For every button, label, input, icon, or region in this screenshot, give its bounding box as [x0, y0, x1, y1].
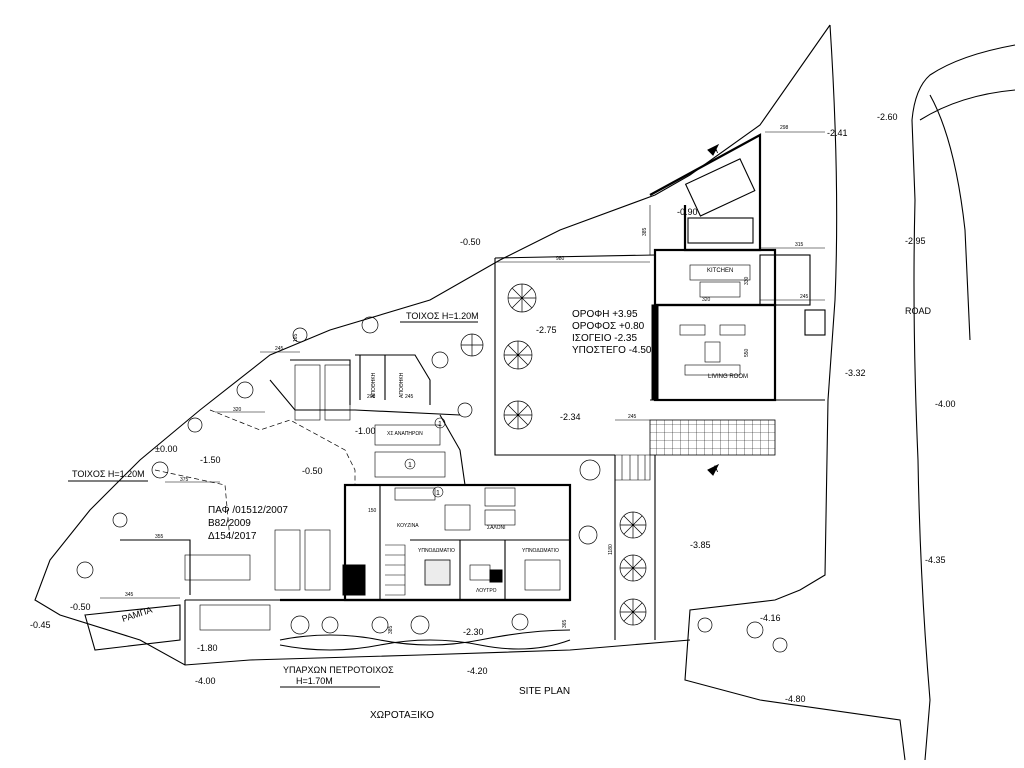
car-icon	[684, 158, 756, 217]
dimension-label: 150	[368, 508, 377, 514]
parking	[120, 354, 466, 665]
levels-label: ΥΠΟΣΤΕΓΟ -4.50	[572, 345, 652, 356]
lower-house	[342, 483, 572, 602]
levels-label: ΟΡΟΦΗ +3.95	[572, 309, 638, 320]
room-label-saloni: ΣΑΛΟΝΙ	[487, 525, 506, 531]
permit-label: Β82/2009	[208, 518, 251, 529]
elevation-label: -1.00	[355, 426, 376, 436]
car-icon	[304, 529, 331, 591]
elevation-label: -4.16	[760, 613, 781, 623]
elevation-label: -3.85	[690, 540, 711, 550]
symbol-number: 1	[408, 462, 412, 469]
wall-left-label: ΤΟΙΧΟΣ Η=1.20Μ	[72, 469, 145, 479]
elevation-label: -2.60	[877, 112, 898, 122]
wall-top-label: ΤΟΙΧΟΣ Η=1.20Μ	[406, 311, 479, 321]
ramp-label: ΡΑΜΠΑ	[121, 605, 154, 624]
elevation-label: -2.75	[536, 325, 557, 335]
wheelchair-symbol: 1 1 1	[404, 417, 446, 498]
elevation-label: -0.50	[70, 602, 91, 612]
dimension-label: 200	[367, 394, 376, 400]
dimension-label: 980	[556, 256, 565, 262]
elevation-label: -0.50	[460, 237, 481, 247]
dimension-label: 375	[180, 477, 189, 483]
dimension-label: 385	[642, 227, 648, 236]
section-marker-top: A	[712, 145, 718, 155]
elevation-label: -2.30	[463, 627, 484, 637]
section-marker-bottom: A	[712, 464, 718, 474]
elevation-label: -4.00	[935, 399, 956, 409]
ramp	[84, 604, 181, 651]
tree-icon	[76, 283, 788, 653]
car-icon	[199, 604, 271, 631]
elevation-label: -1.50	[200, 455, 221, 465]
dimension-label: 245	[405, 394, 414, 400]
symbol-number: 1	[436, 490, 440, 497]
dimension-label: 320	[233, 407, 242, 413]
room-label-living-room: LIVING ROOM	[708, 374, 748, 380]
room-label-storage-1: ΑΠΟΘΗΚΗ	[371, 372, 377, 398]
dimension-label: 298	[780, 125, 789, 131]
elevation-label: -0.90	[677, 207, 698, 217]
dimension-label: 345	[125, 592, 134, 598]
elevation-label: -1.80	[197, 643, 218, 653]
dimension-label: 365	[562, 619, 568, 628]
stone-wall-height: Η=1.70Μ	[296, 676, 333, 686]
levels-label: ΙΣΟΓΕΙΟ -2.35	[572, 333, 637, 344]
room-label-bedroom-2: ΥΠΝΟΔΩΜΑΤΙΟ	[522, 548, 559, 554]
room-label-storage-2: ΑΠΟΘΗΚΗ	[399, 372, 405, 398]
elevation-label: -2.95	[905, 236, 926, 246]
elevation-label: -0.50	[302, 466, 323, 476]
dimension-label: 330	[744, 276, 750, 285]
elevation-label: -4.80	[785, 694, 806, 704]
terrace	[494, 254, 656, 640]
upper-house	[614, 133, 826, 481]
car-icon	[374, 451, 446, 478]
car-icon	[324, 364, 351, 421]
dimension-label: 245	[275, 346, 284, 352]
car-icon	[687, 217, 754, 244]
dimension-label: 320	[702, 297, 711, 303]
dimension-label: 245	[628, 414, 637, 420]
elevation-label: -3.32	[845, 368, 866, 378]
dimension-labels: 298 385 980 315 330 320 245 550 245 165 …	[125, 125, 809, 634]
site-boundary	[34, 24, 906, 761]
dimension-label: 245	[800, 294, 809, 300]
drawing-title: SITE PLAN	[519, 686, 570, 697]
elevation-label: -4.00	[195, 676, 216, 686]
room-label-bath: ΛΟΥΤΡΟ	[476, 588, 497, 594]
road-label: ROAD	[905, 306, 932, 316]
dimension-label: 355	[155, 534, 164, 540]
room-label-kouzina: ΚΟΥΖΙΝΑ	[397, 523, 419, 529]
drawing-subtitle: ΧΩΡΟΤΑΞΙΚΟ	[370, 710, 434, 721]
road-outline	[911, 44, 1016, 761]
levels-label: ΟΡΟΦΟΣ +0.80	[572, 321, 645, 332]
elevation-label: -0.45	[30, 620, 51, 630]
dimension-label: 550	[744, 348, 750, 357]
elevation-marks: -2.41 -2.60 -0.90 -0.50 -2.95 -2.75 -3.3…	[30, 112, 956, 704]
elevation-label: ±0.00	[155, 444, 177, 454]
stone-wall	[279, 598, 571, 651]
dimension-label: 1180	[608, 544, 614, 555]
elevation-label: -4.20	[467, 666, 488, 676]
car-icon	[184, 554, 251, 581]
stone-wall-label: ΥΠΑΡΧΩΝ ΠΕΤΡΟΤΟΙΧΟΣ	[283, 665, 394, 675]
elevation-label: -4.35	[925, 555, 946, 565]
car-icon	[294, 364, 321, 421]
dimension-label: 315	[795, 242, 804, 248]
room-label-disabled-parking: ΧΣ ΑΝΑΠΗΡΩΝ	[387, 431, 423, 437]
section-markers: A A	[707, 143, 720, 476]
elevation-label: -2.34	[560, 412, 581, 422]
permit-label: ΠΑΦ /01512/2007	[208, 505, 288, 516]
room-label-kitchen: KITCHEN	[707, 268, 733, 274]
symbol-number: 1	[438, 421, 442, 428]
car-icon	[274, 529, 301, 591]
dimension-label: 385	[388, 625, 394, 634]
permit-label: Δ154/2017	[208, 531, 257, 542]
dimension-label: 165	[293, 333, 299, 342]
dimension-lines	[100, 131, 825, 599]
elevation-label: -2.41	[827, 128, 848, 138]
car-icon	[374, 424, 441, 446]
room-label-bedroom-1: ΥΠΝΟΔΩΜΑΤΙΟ	[418, 548, 455, 554]
